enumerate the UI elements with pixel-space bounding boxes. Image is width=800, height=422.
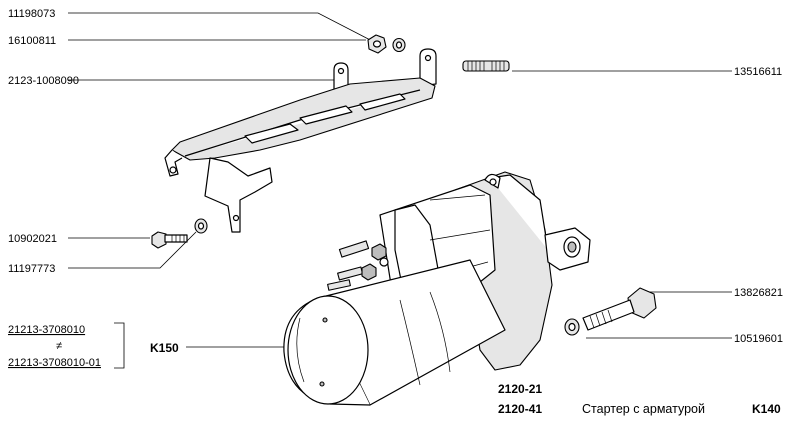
bracket-tab-left	[333, 62, 349, 93]
bracket-tab-right-hole	[424, 54, 432, 62]
assembly-ref-k150: K150	[150, 341, 179, 355]
label-11197773: 11197773	[8, 263, 55, 275]
label-10902021: 10902021	[8, 233, 57, 245]
bolt-13826821-shank	[582, 299, 635, 331]
terminal-nut-2	[361, 263, 377, 281]
drive-ear-top-hole	[489, 178, 497, 186]
bolt-13826821-head	[627, 287, 657, 319]
terminal-2	[337, 266, 364, 281]
not-equal-symbol: ≠	[56, 340, 62, 352]
bracket-tab-left-hole	[337, 67, 345, 75]
label-13826821: 13826821	[734, 287, 783, 299]
diagram-title: Стартер с арматурой	[582, 402, 705, 416]
washer-11197773-hole	[197, 222, 205, 230]
footer: 2120-21 2120-41 Стартер с арматурой K140	[498, 382, 781, 416]
label-11198073: 11198073	[8, 8, 55, 20]
heat-shield-bracket	[164, 48, 437, 233]
part-labels: 11198073 16100811 2123-1008090 13516611 …	[8, 8, 783, 345]
bracket-slot-3	[359, 93, 406, 111]
starter-motor	[283, 171, 591, 406]
bolt-washer-left	[151, 218, 208, 249]
leader-11197773	[68, 231, 197, 269]
bracket-lip	[164, 149, 183, 177]
washer-10519601-hole	[568, 322, 576, 332]
bracket-tab-right	[419, 48, 437, 87]
yoke-seams	[399, 291, 451, 386]
bolt-thread	[171, 235, 185, 242]
bracket-slot-2	[299, 105, 353, 125]
model-code-1: 2120-21	[498, 382, 542, 396]
bracket-slot-1	[244, 123, 299, 144]
bolt-10902021-head	[151, 231, 167, 249]
terminal-stud	[379, 257, 389, 267]
leader-lines	[68, 12, 732, 369]
label-10519601: 10519601	[734, 333, 783, 345]
bolt-13826821-thread	[589, 309, 613, 329]
drive-nose-shaft	[567, 241, 577, 253]
end-cap-bolt-2	[319, 381, 325, 387]
terminal-nut-1	[371, 243, 387, 261]
motor-end-cap	[287, 295, 369, 405]
stud-thread	[467, 61, 505, 71]
bolt-washer-right	[564, 287, 657, 336]
label-13516611: 13516611	[734, 66, 782, 78]
stud-body	[462, 60, 510, 72]
leader-11198073	[68, 12, 379, 45]
stud-13516611	[462, 60, 510, 72]
bracket-lip-hole	[169, 166, 177, 174]
assembly-code-a: 21213-3708010	[8, 324, 85, 336]
bracket-leg	[204, 157, 273, 233]
page-code: K140	[752, 402, 781, 416]
model-code-2: 2120-41	[498, 402, 542, 416]
label-2123-1008090: 2123-1008090	[8, 75, 79, 87]
nut-washer-top	[367, 34, 406, 54]
assembly-group: 21213-3708010 ≠ 21213-3708010-01 K150	[8, 324, 179, 369]
end-cap-bolt-1	[322, 317, 328, 323]
bracket-assembly	[114, 322, 125, 369]
washer-hole	[395, 41, 403, 49]
solenoid-terminals	[327, 240, 389, 291]
terminal-3	[327, 279, 351, 291]
bracket-leg-hole	[232, 214, 240, 222]
assembly-code-b: 21213-3708010-01	[8, 357, 101, 369]
label-16100811: 16100811	[8, 35, 56, 47]
nut-hole	[372, 40, 382, 48]
drive-housing-edge	[489, 174, 549, 251]
end-cap-highlight	[296, 317, 305, 383]
terminal-1	[338, 240, 370, 258]
